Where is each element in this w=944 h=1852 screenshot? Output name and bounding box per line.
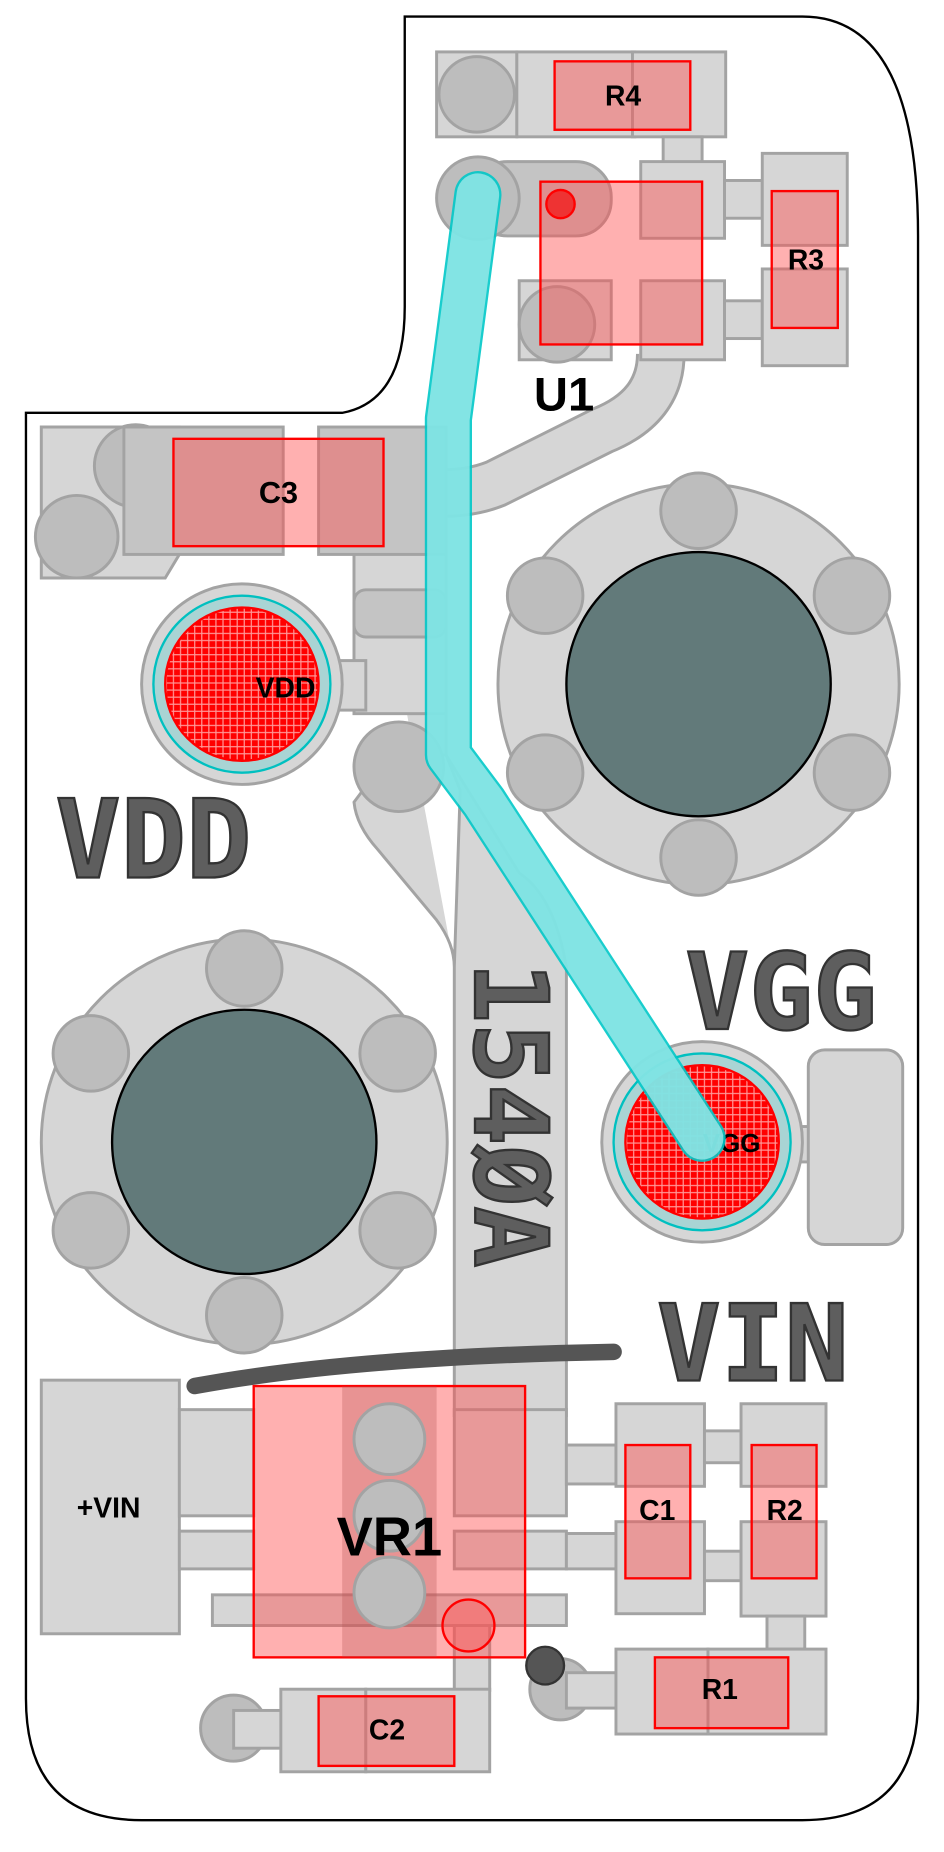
silk-vin: VIN	[657, 1283, 849, 1407]
vdd-pad-label: VDD	[256, 672, 316, 704]
mounting-hole-top-right	[496, 471, 901, 897]
component-c3[interactable]: C3	[33, 423, 448, 580]
vdd-pad[interactable]: VDD	[140, 582, 344, 786]
silk-line	[186, 1343, 622, 1395]
component-c2[interactable]: C2	[199, 1687, 492, 1774]
c2-label: C2	[369, 1713, 405, 1745]
component-r2[interactable]: R2	[739, 1402, 828, 1651]
u1-label: U1	[534, 369, 594, 422]
mounting-hole-bottom-left	[39, 929, 449, 1355]
component-c1[interactable]: C1	[614, 1402, 743, 1616]
silk-vgg: VGG	[685, 931, 877, 1055]
vr1-label: VR1	[337, 1507, 443, 1568]
silk-vdd: VDD	[55, 776, 251, 903]
r1-label: R1	[702, 1673, 738, 1705]
r4-label: R4	[605, 80, 641, 112]
component-r1[interactable]: R1	[525, 1645, 828, 1736]
pin1-marker	[545, 188, 576, 220]
silk-part-number: 154ØA	[451, 962, 569, 1267]
c3-label: C3	[259, 476, 298, 510]
c1-label: C1	[639, 1494, 675, 1526]
component-r4[interactable]: R4	[435, 50, 728, 165]
r2-label: R2	[767, 1494, 803, 1526]
component-vr1[interactable]: VR1	[177, 1384, 618, 1692]
r3-label: R3	[788, 244, 824, 276]
vin-pad[interactable]: +VIN	[39, 1378, 181, 1636]
vin-pad-label: +VIN	[77, 1492, 141, 1524]
component-r3[interactable]: R3	[760, 151, 849, 368]
